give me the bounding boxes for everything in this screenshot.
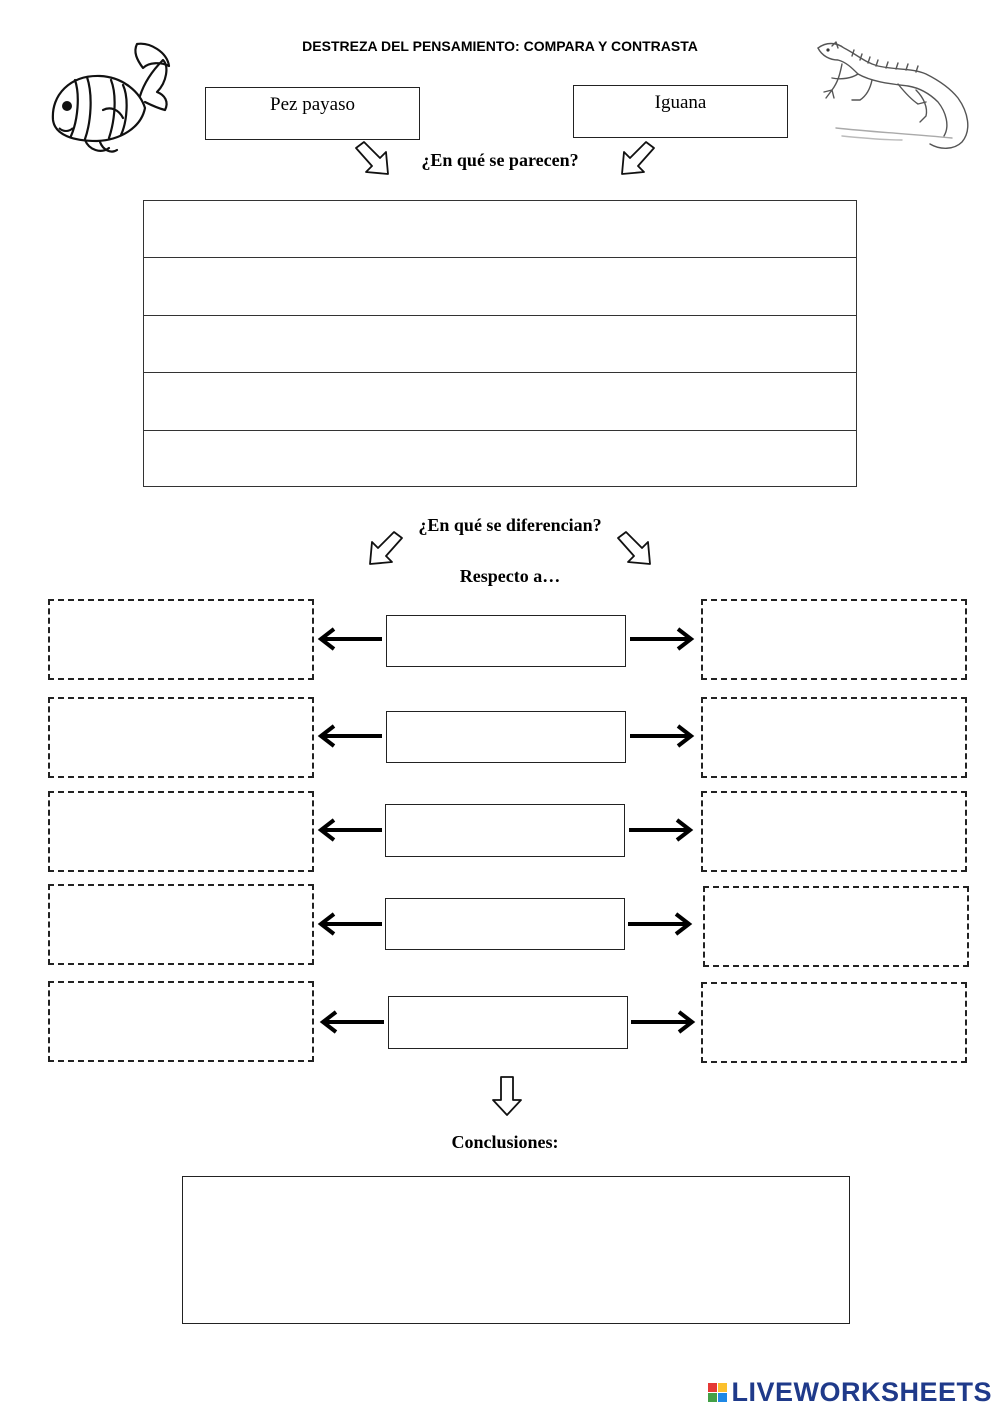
arrow-left-icon [317,912,382,936]
similarity-row-4[interactable] [144,373,856,431]
difference-left-box-3[interactable] [48,791,314,872]
conclusions-box[interactable] [182,1176,850,1324]
difference-criterion-box-4[interactable] [385,898,625,950]
arrow-right-icon [631,1010,696,1034]
similarity-row-5[interactable] [144,431,856,488]
difference-right-box-4[interactable] [703,886,969,967]
item-right-box: Iguana [573,85,788,138]
logo-text: LIVEWORKSHEETS [731,1377,992,1407]
arrow-right-icon [630,724,695,748]
difference-left-box-5[interactable] [48,981,314,1062]
difference-left-box-1[interactable] [48,599,314,680]
arrow-left-icon [317,724,382,748]
item-left-label: Pez payaso [270,94,355,115]
item-left-box: Pez payaso [205,87,420,140]
arrow-left-icon [317,627,382,651]
difference-right-box-3[interactable] [701,791,967,872]
arrow-right-icon [630,627,695,651]
similarities-table [143,200,857,487]
arrow-right-icon [628,912,693,936]
difference-right-box-5[interactable] [701,982,967,1063]
item-right-label: Iguana [654,92,707,113]
difference-left-box-2[interactable] [48,697,314,778]
hollow-arrow-down-left-icon [369,531,403,565]
conclusions-label: Conclusiones: [451,1132,559,1152]
difference-criterion-box-5[interactable] [388,996,628,1049]
hollow-arrow-down-left-icon [621,141,655,175]
differences-question: ¿En qué se diferencian? [418,515,602,535]
clownfish-illustration [51,42,171,153]
respect-label: Respecto a… [459,566,561,586]
hollow-arrow-down-right-icon [355,141,389,175]
difference-criterion-box-3[interactable] [385,804,625,857]
difference-criterion-box-1[interactable] [386,615,626,667]
arrow-left-icon [319,1010,384,1034]
difference-right-box-1[interactable] [701,599,967,680]
iguana-illustration [817,41,969,149]
worksheet-title: DESTREZA DEL PENSAMIENTO: COMPARA Y CONT… [302,38,698,54]
arrow-left-icon [317,818,382,842]
hollow-arrow-down-icon [492,1076,522,1116]
logo-squares-icon [708,1383,728,1402]
difference-left-box-4[interactable] [48,884,314,965]
difference-right-box-2[interactable] [701,697,967,778]
similarity-row-1[interactable] [144,201,856,259]
difference-criterion-box-2[interactable] [386,711,626,763]
hollow-arrow-down-right-icon [617,531,651,565]
similarity-row-2[interactable] [144,258,856,316]
liveworksheets-logo: LIVEWORKSHEETS [708,1377,992,1408]
arrow-right-icon [629,818,694,842]
similarities-question: ¿En qué se parecen? [421,150,579,170]
similarity-row-3[interactable] [144,316,856,374]
